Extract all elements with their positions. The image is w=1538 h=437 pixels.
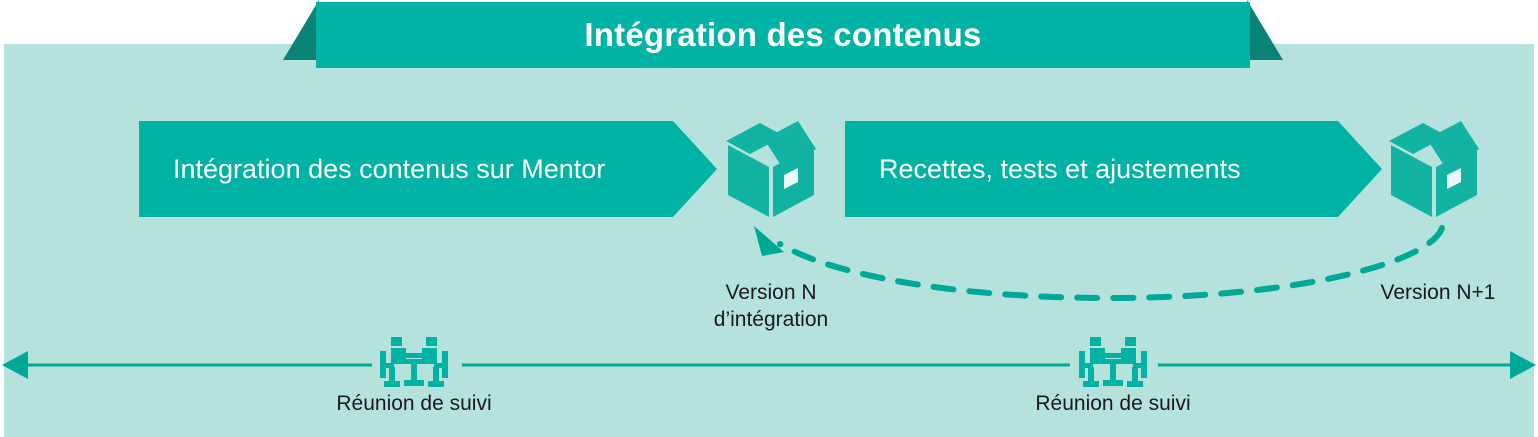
feedback-loop-arrow [754, 225, 1445, 302]
step-chevron-1-label: Intégration des contenus sur Mentor [173, 153, 606, 184]
meeting-people-table-icon-1 [375, 337, 453, 389]
version-n1-line1: Version N+1 [1380, 281, 1496, 304]
meeting-label-2: Réunion de suivi [1035, 392, 1191, 415]
meeting-label-1: Réunion de suivi [336, 392, 492, 415]
ribbon-fold-right-icon [1247, 0, 1283, 60]
timeline-axis [2, 351, 1536, 379]
version-n-line2: d’intégration [713, 307, 829, 331]
page-title: Intégration des contenus [584, 16, 982, 53]
feedback-arrowhead-icon [754, 226, 784, 256]
step-chevron-2[interactable]: Recettes, tests et ajustements [845, 121, 1382, 217]
timeline-arrowhead-right-icon [1510, 351, 1536, 379]
step-chevron-1[interactable]: Intégration des contenus sur Mentor [139, 121, 717, 217]
version-n1-caption: Version N+1 [1338, 280, 1538, 307]
step-chevron-2-label: Recettes, tests et ajustements [879, 153, 1241, 184]
meeting-people-table-icon-2 [1074, 337, 1152, 389]
timeline-arrowhead-left-icon [2, 351, 28, 379]
package-box-icon [1389, 121, 1479, 217]
ribbon-band: Intégration des contenus [316, 2, 1250, 68]
package-box-icon-version-n1 [1385, 113, 1483, 221]
version-n-line1: Version N [725, 281, 817, 304]
ribbon-fold-left-icon [283, 0, 319, 60]
meeting-people-table-icon [1079, 337, 1147, 387]
title-ribbon: Intégration des contenus [283, 0, 1283, 72]
package-box-icon-version-n [722, 113, 820, 221]
meeting-people-table-icon [380, 337, 448, 387]
version-n-caption: Version N d’intégration [671, 280, 871, 334]
package-box-icon [726, 121, 816, 217]
